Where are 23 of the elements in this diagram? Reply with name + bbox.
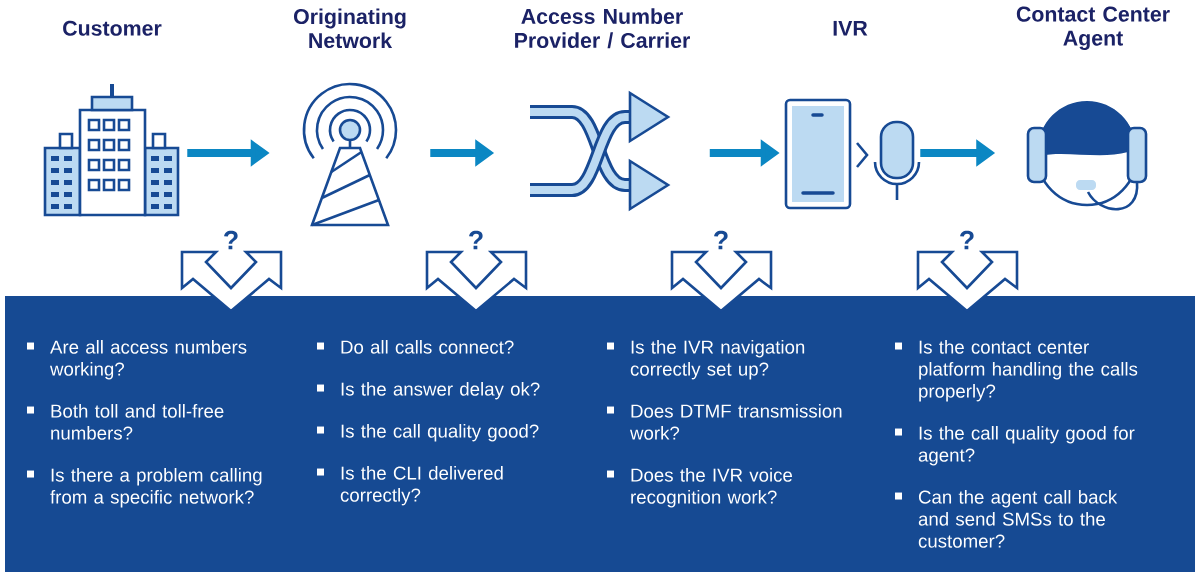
bullet-item: Does the IVR voice recognition work? [607, 468, 793, 508]
question-mark: ? [714, 230, 728, 250]
question-mark: ? [224, 230, 238, 250]
question-mark: ? [469, 230, 483, 250]
bullet-item: Are all access numbers working? [27, 340, 247, 380]
bullet-item: Is the CLI delivered correctly? [317, 466, 503, 506]
stage-heading: IVR [833, 20, 868, 36]
question-panel [5, 296, 1195, 572]
bullet-item: Does DTMF transmission work? [607, 404, 842, 440]
bullet-item: Can the agent call back and send SMSs to the customer? [895, 490, 1118, 548]
stage-heading: Contact Center Agent [1016, 6, 1170, 50]
bullet-item: Is the contact center platform handling the calls properly? [895, 340, 1138, 402]
bullet-item: Is the answer delay ok? [317, 382, 540, 400]
stage-heading: Access Number Provider / Carrier [515, 8, 690, 49]
bullet-item: Is the call quality good? [317, 424, 539, 442]
stage-heading: Customer [63, 20, 162, 36]
question-mark: ? [960, 230, 974, 250]
bullet-item: Do all calls connect? [317, 340, 514, 354]
bullet-item: Is there a problem calling from a specific network? [27, 468, 262, 508]
bullet-item: Is the IVR navigation correctly set up? [607, 340, 805, 380]
stage-heading: Originating Network [294, 8, 406, 49]
bullet-item: Is the call quality good for agent? [895, 426, 1135, 466]
bullet-item: Both toll and toll-free numbers? [27, 404, 224, 440]
